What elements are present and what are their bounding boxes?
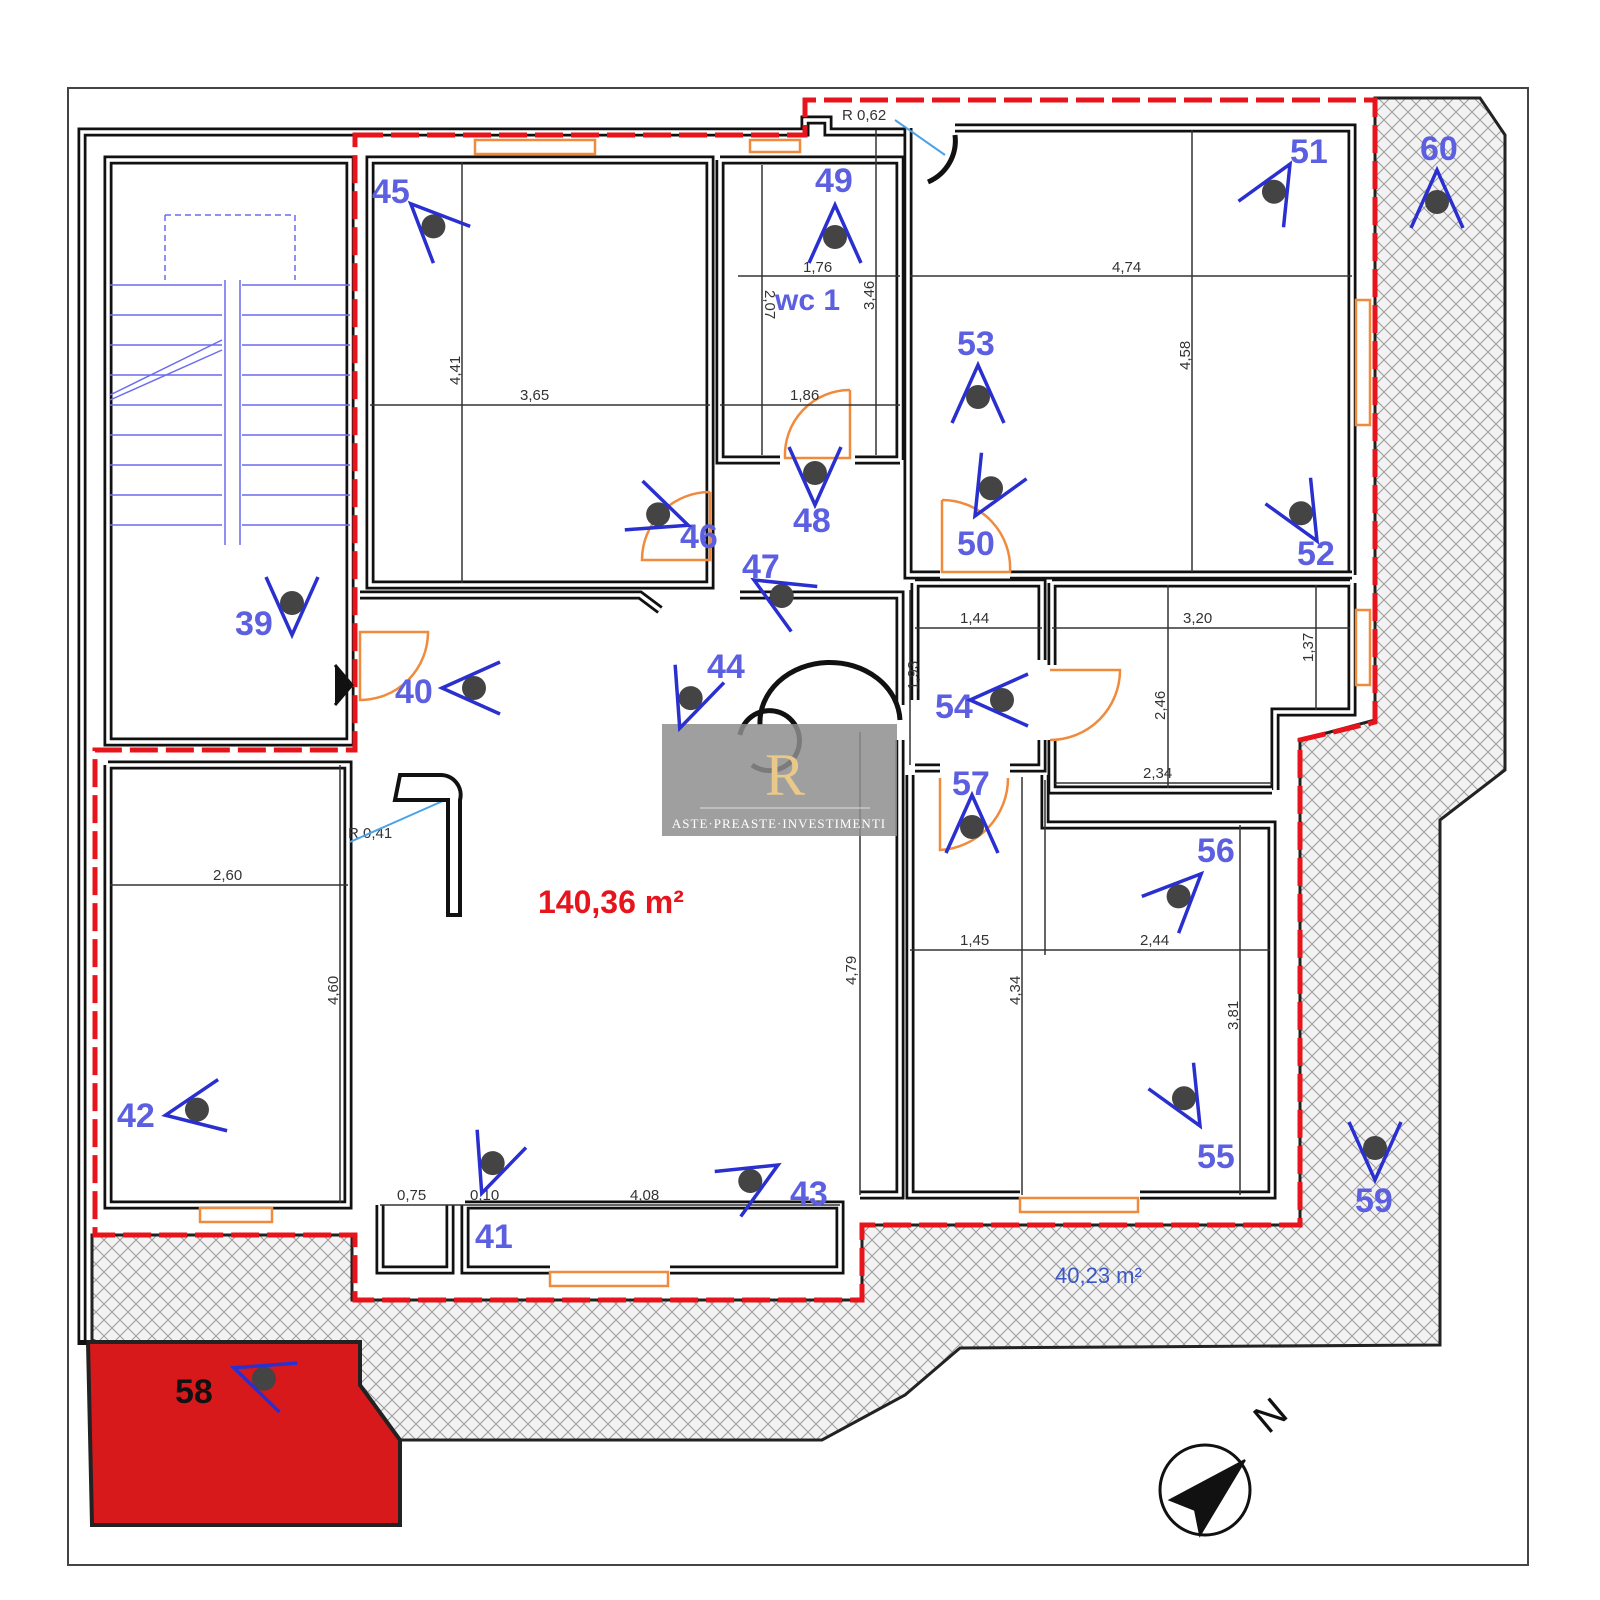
camera-markers: 3940414243444546474849505152535455565758…: [117, 130, 1465, 1414]
camera-viewpoint-icon: [161, 1078, 228, 1133]
dim-label: 4,58: [1177, 341, 1194, 370]
camera-viewpoint-icon: [407, 200, 471, 264]
main-area-label: 140,36 m²: [538, 884, 684, 920]
sheet-frame: [67, 87, 1529, 1566]
dim-label: 0,75: [397, 1187, 426, 1204]
camera-viewpoint-icon: [1264, 477, 1320, 545]
property-boundary: [92, 97, 1378, 1303]
compass: N: [1158, 1390, 1296, 1538]
camera-viewpoint-icon: [264, 576, 320, 640]
camera-viewpoint-icon: [624, 479, 693, 532]
dim-label: 3,81: [1225, 1001, 1242, 1030]
camera-viewpoint-icon: [972, 452, 1028, 520]
watermark-logo: R Aste·Preaste·Investimenti: [662, 724, 897, 836]
camera-viewpoint-icon: [1141, 870, 1205, 934]
dim-label: 1,93: [905, 661, 922, 690]
dim-label: 1,76: [803, 259, 832, 276]
camera-label: 50: [957, 525, 995, 563]
walls: [77, 115, 1357, 1345]
camera-viewpoint-icon: [1409, 165, 1465, 229]
terrace-area-label: 40,23 m²: [1055, 1263, 1142, 1288]
camera-viewpoint-icon: [714, 1162, 782, 1218]
dim-label: 1,86: [790, 387, 819, 404]
camera-viewpoint-icon: [673, 664, 726, 733]
windows: [198, 138, 1372, 1288]
camera-label: 58: [175, 1373, 213, 1411]
dim-label: 2,60: [213, 867, 242, 884]
dim-label: 4,41: [447, 356, 464, 385]
compass-north-label: N: [1246, 1390, 1296, 1442]
camera-label: 53: [957, 325, 995, 363]
dim-label: 3,65: [520, 387, 549, 404]
camera-label: 54: [935, 688, 973, 726]
radius-arrow: [349, 799, 446, 843]
compass-needle-icon: [1167, 1459, 1246, 1538]
dim-label: 1,44: [960, 610, 989, 627]
camera-label: 40: [395, 673, 433, 711]
dim-label: 4,08: [630, 1187, 659, 1204]
watermark-text: Aste·Preaste·Investimenti: [672, 816, 886, 831]
dim-label: 2,34: [1143, 765, 1172, 782]
camera-viewpoint-icon: [787, 446, 843, 510]
camera-viewpoint-icon: [1347, 1121, 1403, 1185]
dim-label: 0,10: [470, 1187, 499, 1204]
camera-viewpoint-icon: [807, 200, 863, 264]
camera-label: 45: [372, 173, 410, 211]
camera-viewpoint-icon: [944, 790, 1000, 854]
dim-label: 1,45: [960, 932, 989, 949]
camera-label: 39: [235, 605, 273, 643]
entrance-arrow-icon: [333, 664, 354, 706]
dim-label: 4,79: [843, 956, 860, 985]
fixture: [392, 772, 463, 917]
storage-room: [85, 1340, 402, 1527]
dim-label: 4,60: [325, 976, 342, 1005]
camera-viewpoint-icon: [229, 1361, 298, 1414]
camera-label: 60: [1420, 130, 1458, 168]
camera-viewpoint-icon: [1147, 1062, 1203, 1130]
camera-label: 41: [475, 1218, 513, 1256]
dim-label: 2,07: [761, 290, 778, 319]
dim-label: 2,44: [1140, 932, 1169, 949]
camera-label: 59: [1355, 1182, 1393, 1220]
camera-viewpoint-icon: [1237, 160, 1293, 228]
dim-label: 3,46: [861, 281, 878, 310]
dim-label: 1,37: [1300, 633, 1317, 662]
camera-label: 55: [1197, 1138, 1235, 1176]
camera-viewpoint-icon: [965, 672, 1029, 728]
dim-label: 4,74: [1112, 259, 1141, 276]
camera-label: 49: [815, 162, 853, 200]
logo-mark: R: [765, 742, 805, 808]
camera-viewpoint-icon: [475, 1129, 528, 1198]
stairs: [109, 214, 350, 545]
camera-viewpoint-icon: [750, 577, 818, 633]
camera-label: 56: [1197, 832, 1235, 870]
wc-label: wc 1: [774, 284, 840, 317]
camera-viewpoint-icon: [437, 660, 501, 716]
camera-label: 42: [117, 1097, 155, 1135]
dim-label: 2,46: [1152, 691, 1169, 720]
dim-label: 3,20: [1183, 610, 1212, 627]
dim-label: 4,34: [1007, 976, 1024, 1005]
camera-label: 48: [793, 502, 831, 540]
camera-label: 43: [790, 1175, 828, 1213]
camera-viewpoint-icon: [950, 360, 1006, 424]
radius-arrow: [894, 119, 946, 156]
camera-label: 51: [1290, 133, 1328, 171]
radius-label-top: R 0,62: [842, 107, 886, 124]
camera-label: 44: [707, 648, 745, 686]
